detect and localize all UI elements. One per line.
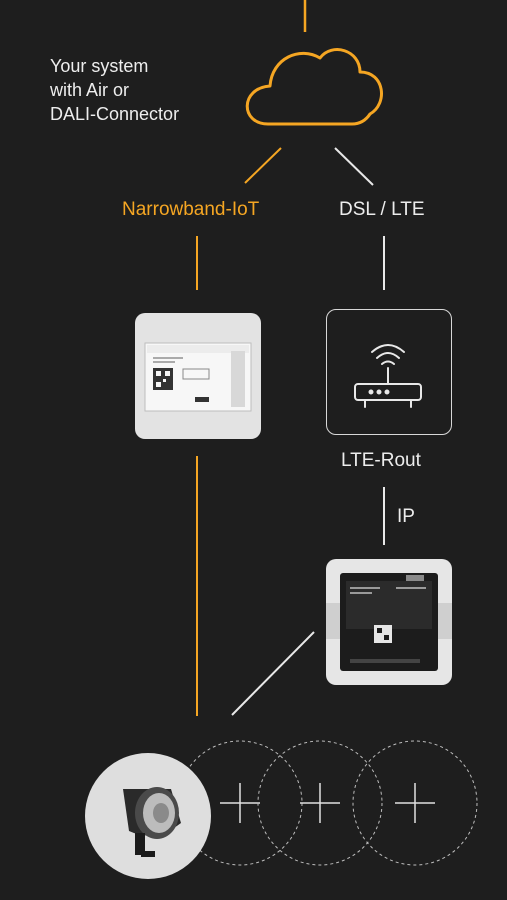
cloud-icon	[245, 48, 383, 126]
connector-cloud-dsl	[334, 147, 374, 186]
intro-text: Your system with Air or DALI-Connector	[50, 54, 179, 126]
narrowband-label: Narrowband-IoT	[122, 199, 260, 220]
intro-line-2: with Air or	[50, 80, 130, 100]
intro-line-1: Your system	[50, 56, 149, 76]
placeholder-slot-3	[352, 740, 478, 866]
placeholder-slot-2	[257, 740, 383, 866]
dali-gateway-image	[326, 559, 452, 685]
lte-router-label: LTE-Rout	[341, 450, 421, 471]
intro-line-3: DALI-Connector	[50, 104, 180, 124]
router-card	[326, 309, 452, 435]
luminaire-image	[85, 753, 211, 879]
nb-iot-device-image	[135, 313, 261, 439]
router-icon	[354, 344, 422, 408]
ip-label: IP	[397, 506, 415, 527]
connector-cloud-nb	[244, 147, 282, 184]
connector-gateway-lamps	[231, 631, 315, 716]
dsl-lte-label: DSL / LTE	[339, 199, 425, 220]
